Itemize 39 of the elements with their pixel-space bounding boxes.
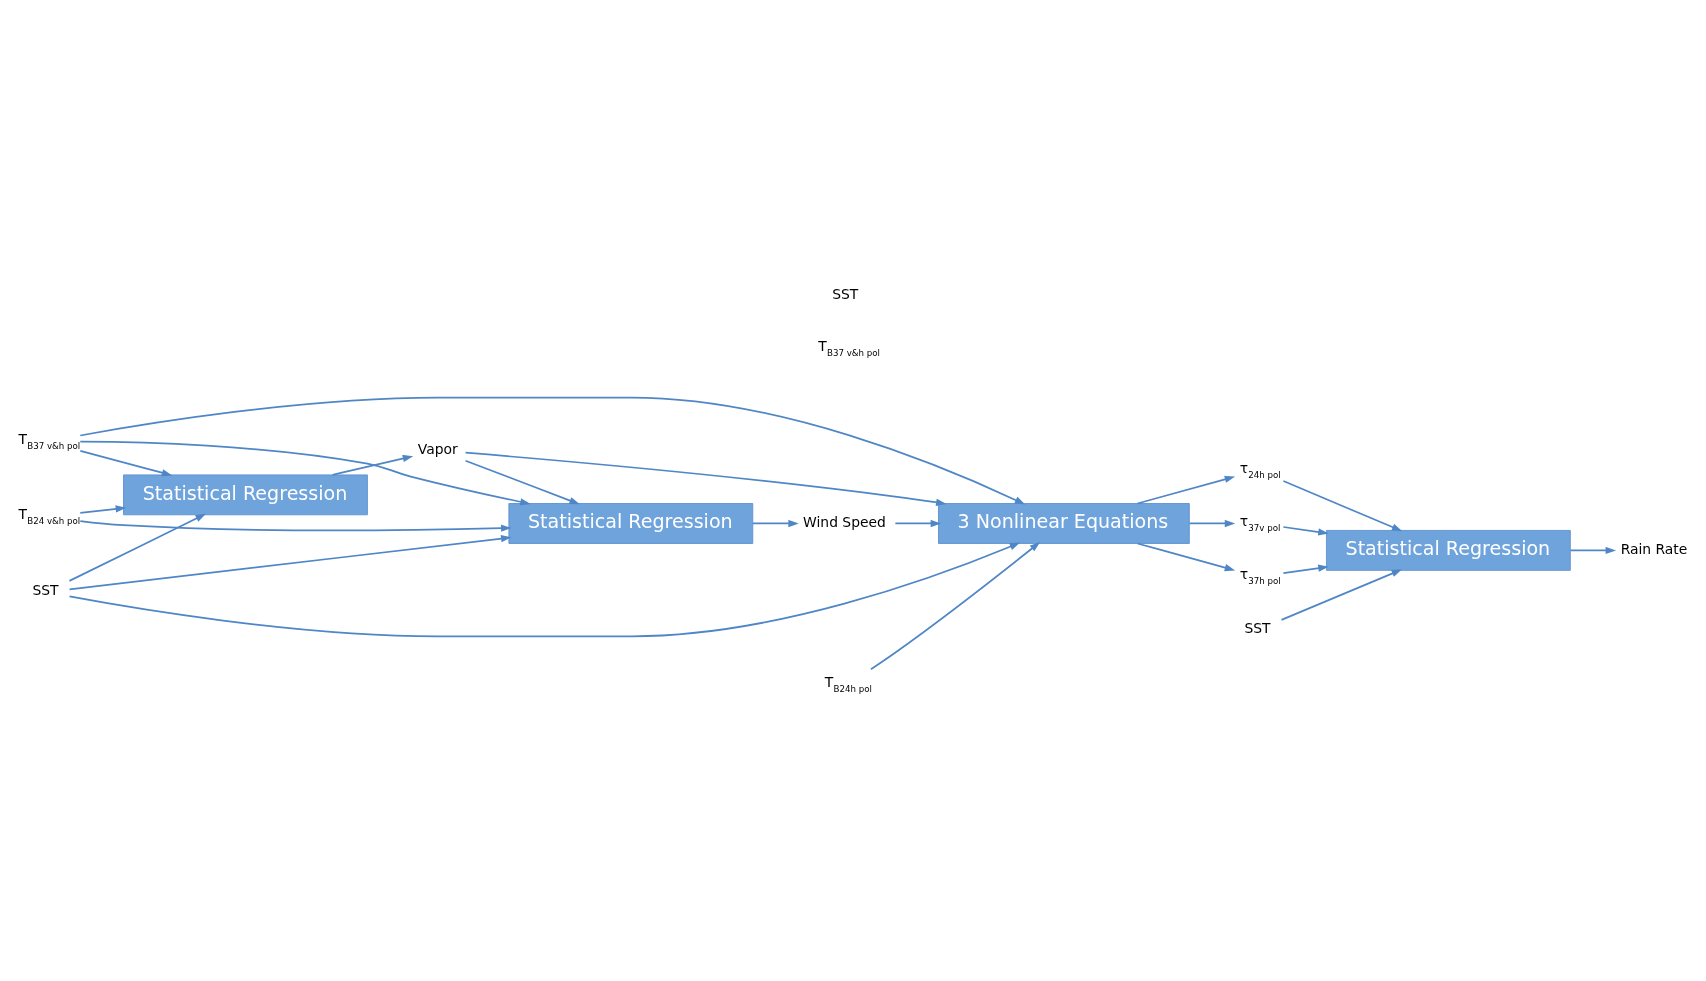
node-text: Vapor	[417, 440, 458, 457]
arrow	[1136, 475, 1236, 505]
node-text: Wind Speed	[803, 513, 886, 530]
node-text: T$_{B24 v&h pol}$	[18, 505, 81, 526]
node-text: T$_{B24h pol}$	[824, 674, 872, 695]
arrow	[68, 535, 512, 591]
arrow	[870, 541, 1041, 671]
node-text: SST	[32, 582, 59, 599]
arrow	[1569, 546, 1617, 555]
node-text: τ$_{24h pol}$	[1239, 459, 1281, 480]
arrow	[331, 454, 414, 476]
node-text: τ$_{37h pol}$	[1239, 565, 1281, 586]
node-text: SST	[1244, 619, 1271, 636]
arrow	[894, 519, 942, 528]
arrow	[464, 459, 580, 505]
arrow	[68, 513, 206, 582]
arrow	[68, 542, 1021, 638]
arrow	[1280, 569, 1403, 621]
arrow	[79, 520, 512, 532]
node-box: 3 Nonlinear Equations	[938, 503, 1190, 544]
arrow	[464, 451, 947, 506]
node-box: Statistical Regression	[508, 503, 754, 544]
node-box: Statistical Regression	[123, 474, 368, 516]
arrow	[1282, 480, 1403, 532]
node-text: Rain Rate	[1620, 540, 1688, 557]
arrow	[1282, 526, 1329, 536]
arrow	[79, 396, 1026, 505]
node-text: T$_{B37 v&h pol}$	[18, 431, 81, 452]
arrow	[1188, 519, 1236, 528]
arrow	[79, 505, 127, 514]
label: SST	[832, 286, 859, 303]
arrow	[1282, 564, 1329, 574]
arrow	[79, 450, 173, 477]
arrow	[752, 519, 799, 528]
label: T$_{B37 v&h pol}$	[818, 338, 880, 359]
arrow	[79, 440, 531, 506]
node-text: τ$_{37v pol}$	[1239, 512, 1281, 533]
arrow	[1136, 542, 1236, 572]
node-box: Statistical Regression	[1326, 530, 1571, 571]
